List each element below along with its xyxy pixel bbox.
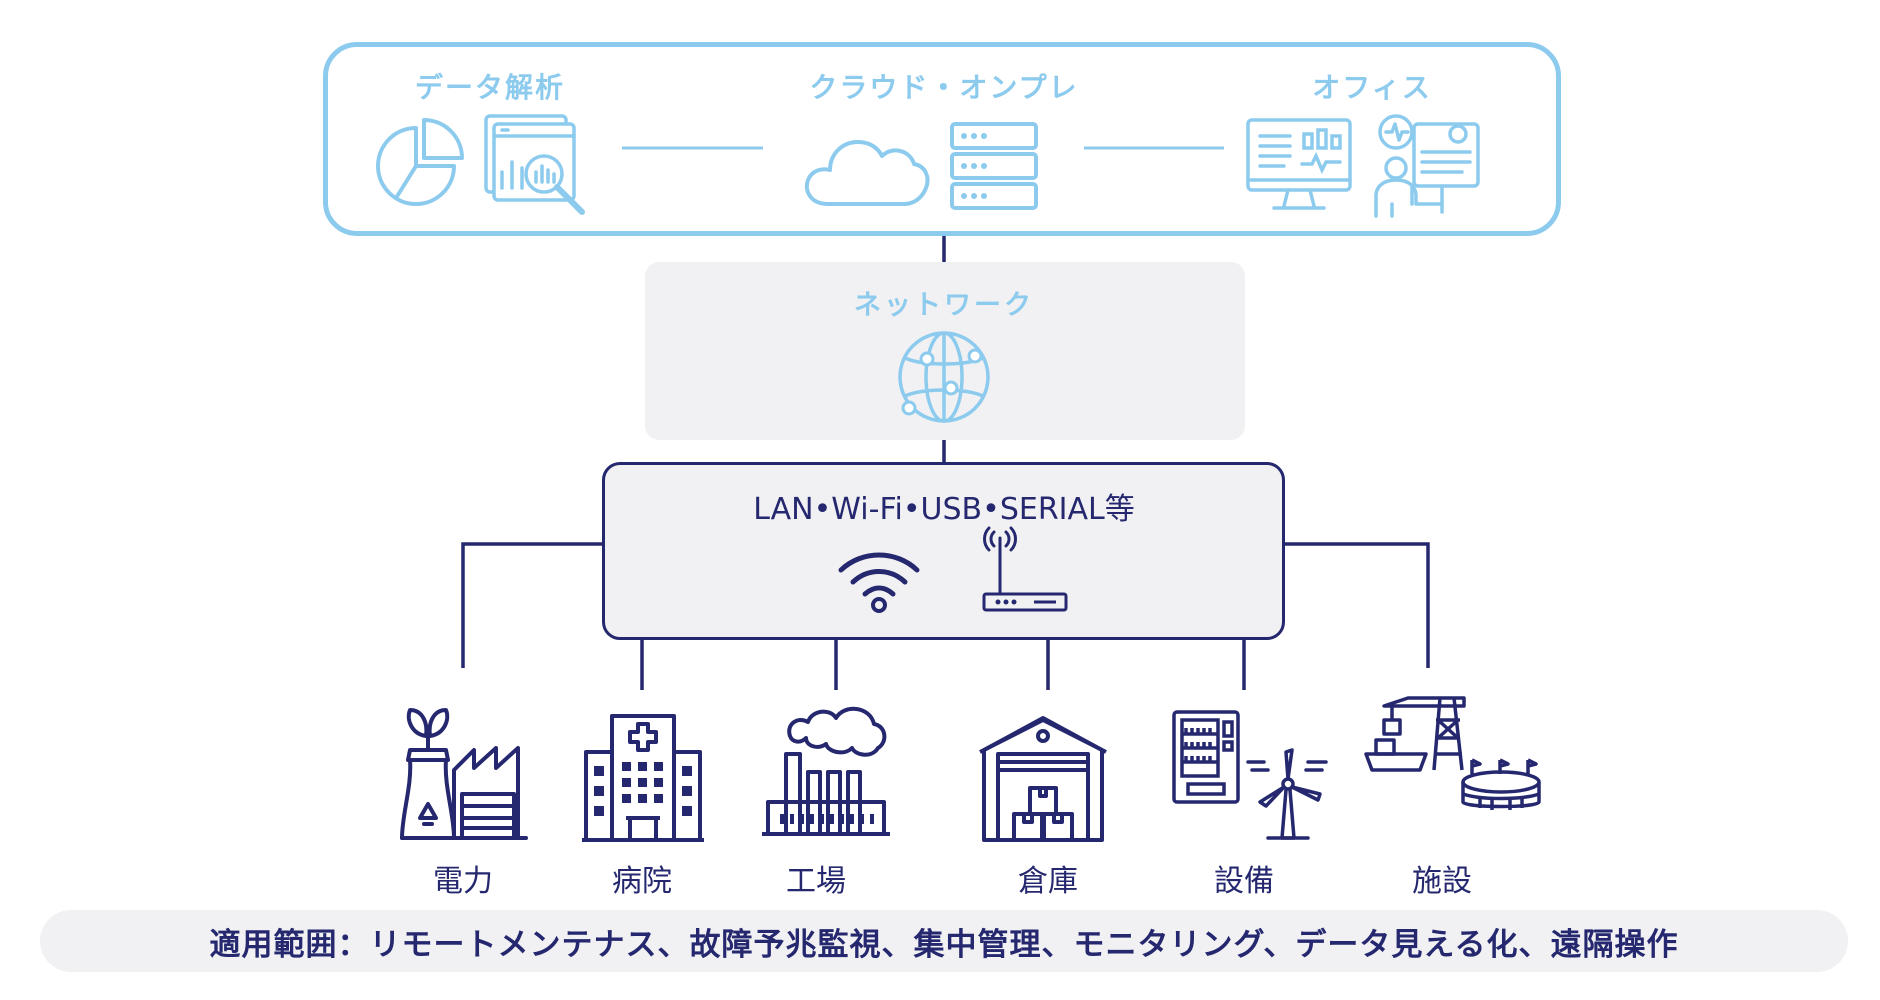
cloud-onprem-label: クラウド・オンプレ	[809, 71, 1079, 104]
office-label: オフィス	[1312, 71, 1432, 104]
pie-chart-icon	[376, 118, 464, 206]
power-plant-icon	[400, 708, 528, 840]
vending-machine-icon	[1172, 710, 1240, 804]
router-icon	[982, 526, 1068, 612]
factory-icon	[762, 707, 890, 836]
category-hospital-label: 病院	[612, 864, 672, 899]
category-equipment-label: 設備	[1214, 864, 1274, 899]
connectivity-label: LAN•Wi-Fi•USB•SERIAL等	[753, 492, 1135, 527]
category-warehouse-label: 倉庫	[1018, 864, 1078, 899]
connectivity-panel	[602, 462, 1285, 640]
server-icon	[950, 122, 1038, 210]
stadium-icon	[1461, 758, 1541, 810]
category-power-label: 電力	[433, 864, 493, 899]
cloud-icon	[804, 140, 930, 206]
category-factory-label: 工場	[786, 864, 846, 899]
port-crane-icon	[1364, 696, 1466, 772]
application-scope-banner: 適用範囲：リモートメンテナス、故障予兆監視、集中管理、モニタリング、データ見える…	[40, 910, 1848, 972]
hospital-icon	[582, 714, 704, 842]
network-label: ネットワーク	[854, 290, 1034, 321]
wind-turbine-icon	[1246, 748, 1328, 840]
category-facility-label: 施設	[1412, 864, 1472, 899]
warehouse-icon	[979, 716, 1107, 842]
office-monitor-icon	[1246, 118, 1352, 210]
top-systems-panel	[323, 42, 1561, 236]
data-analysis-label: データ解析	[414, 71, 566, 104]
office-worker-icon	[1374, 114, 1480, 218]
globe-network-icon	[898, 331, 990, 423]
application-scope-text: 適用範囲：リモートメンテナス、故障予兆監視、集中管理、モニタリング、データ見える…	[209, 926, 1679, 963]
analytics-magnifier-icon	[484, 114, 585, 215]
wifi-icon	[838, 552, 920, 613]
